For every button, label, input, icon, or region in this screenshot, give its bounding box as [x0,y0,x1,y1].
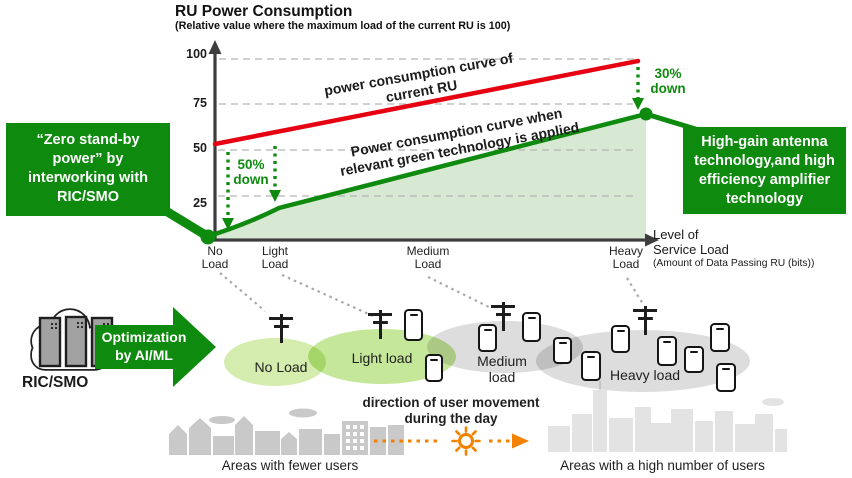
movement-label: direction of user movement during the da… [362,395,540,426]
city-skyline-right [548,381,787,452]
left-callout-box: “Zero stand-by power” by interworking wi… [6,123,170,216]
fewer-users-label: Areas with fewer users [221,458,359,473]
green-curve-fill [211,115,646,238]
optimization-arrow [95,307,216,387]
annotation-30-down: 30% down [650,66,686,97]
x-tick-heavy-load: Heavy Load [608,244,643,272]
antenna-icon [368,310,392,339]
x-tick-light-load: Light Load [261,244,289,272]
heavy-load-label: Heavy load [609,367,681,383]
y-tick-50: 50 [193,141,207,155]
left-callout-connector [163,207,210,240]
phone-icon [581,351,601,381]
phone-icon [553,337,572,364]
x-axis-arrowhead [645,233,659,247]
y-tick-75: 75 [193,96,207,110]
tick-area-connectors [219,272,644,318]
phone-icon [716,363,736,392]
ric-smo-label: RIC/SMO [22,374,89,391]
right-callout-box: High-gain antenna technology,and high ef… [683,127,846,214]
annotation-50-down: 50% down [233,157,269,188]
many-users-label: Areas with a high number of users [560,458,765,473]
antenna-icon [633,306,657,335]
y-axis-arrowhead [208,40,222,54]
optimization-arrow-label: Optimization by AI/ML [101,329,187,364]
phone-icon [478,324,497,352]
x-axis-sublabel: (Amount of Data Passing RU (bits)) [653,258,815,269]
x-axis-label: Level of Service Load [653,227,729,258]
y-tick-25: 25 [193,196,207,210]
medium-load-label: Medium load [477,353,527,385]
phone-icon [657,336,677,366]
movement-arrowhead [512,433,529,449]
drop-arrows [226,67,640,221]
page-title: RU Power Consumption [175,3,353,20]
phone-icon [684,346,704,373]
light-load-label: Light load [351,350,413,366]
phone-icon [710,323,730,352]
sun-icon [451,426,481,456]
origin-dot [200,229,216,245]
drop-arrowheads [222,98,644,230]
city-skyline-left [169,408,404,455]
page-subtitle: (Relative value where the maximum load o… [175,20,511,32]
endpoint-dot [639,107,653,121]
y-tick-100: 100 [186,47,207,61]
red-curve [212,58,641,147]
green-curve [206,111,649,239]
x-tick-no-load: No Load [201,244,229,272]
phone-icon [611,325,630,353]
phone-icon [425,354,443,382]
antenna-icon [269,314,293,343]
phone-icon [404,309,423,341]
phone-icon [522,312,541,342]
x-tick-medium-load: Medium Load [406,244,450,272]
no-load-label: No Load [254,359,308,375]
